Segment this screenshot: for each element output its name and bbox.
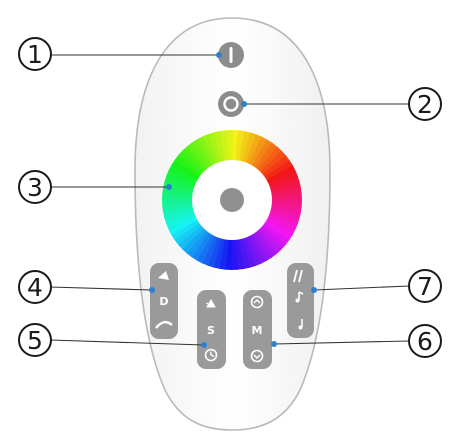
svg-text:5: 5 — [27, 326, 43, 355]
svg-text:3: 3 — [27, 173, 43, 202]
dim-group-label: D — [159, 295, 168, 308]
anchor-dot-4 — [149, 287, 155, 293]
mode-button-group[interactable]: M — [243, 290, 272, 369]
svg-text:6: 6 — [417, 327, 433, 356]
svg-text:1: 1 — [27, 40, 43, 69]
speed-group-label: S — [207, 324, 215, 337]
wheel-center-button[interactable] — [220, 188, 244, 212]
leader-line-4 — [50, 287, 152, 290]
callout-3: 3 — [19, 171, 51, 203]
leader-line-7 — [314, 286, 409, 290]
dim-button-group[interactable]: D — [150, 263, 178, 339]
callout-1: 1 — [19, 38, 51, 70]
callout-7: 7 — [409, 270, 441, 302]
svg-text:2: 2 — [417, 90, 433, 119]
power-off-button[interactable] — [218, 91, 244, 117]
anchor-dot-1 — [216, 52, 222, 58]
callout-6: 6 — [409, 325, 441, 357]
mode-group-label: M — [252, 324, 263, 337]
callout-4: 4 — [19, 271, 51, 303]
anchor-dot-6 — [271, 341, 277, 347]
svg-text:7: 7 — [417, 272, 433, 301]
anchor-dot-7 — [311, 287, 317, 293]
callout-2: 2 — [409, 88, 441, 120]
callout-5: 5 — [19, 324, 51, 356]
speed-button-group[interactable]: S — [197, 290, 226, 369]
anchor-dot-2 — [241, 101, 247, 107]
anchor-dot-5 — [201, 342, 207, 348]
svg-text:4: 4 — [27, 273, 43, 302]
anchor-dot-3 — [166, 184, 172, 190]
music-button-group[interactable] — [287, 263, 314, 338]
